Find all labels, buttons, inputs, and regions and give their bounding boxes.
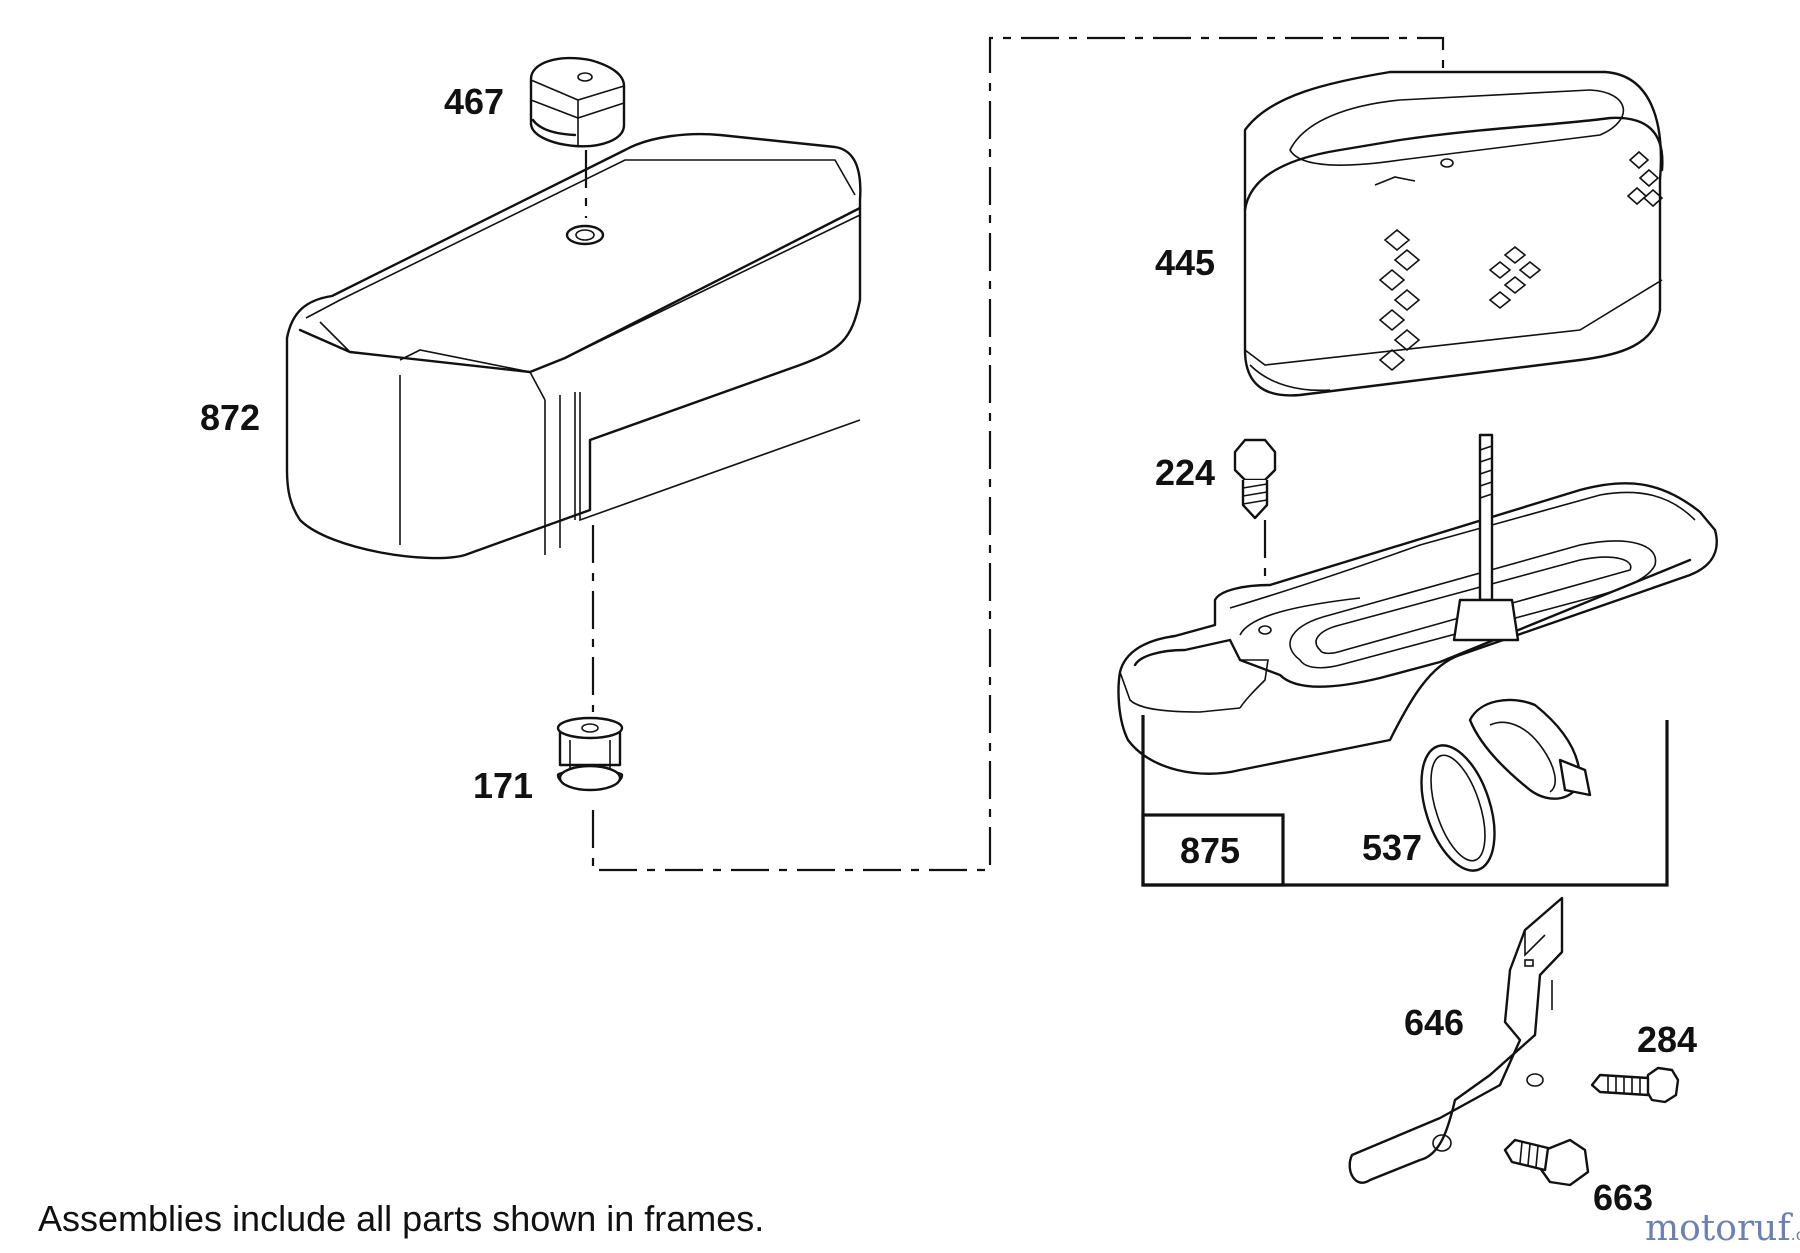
part-label-872: 872 (200, 397, 261, 438)
air-filter-element (1243, 70, 1664, 397)
part-label-171: 171 (473, 765, 534, 806)
assembly-footnote: Assemblies include all parts shown in fr… (38, 1198, 765, 1239)
assembly-reference-lines (584, 36, 1445, 872)
part-label-663: 663 (1593, 1177, 1654, 1218)
wing-nut-knob (529, 56, 626, 148)
assembly-frame-875 (1141, 715, 1669, 887)
bracket (1348, 896, 1564, 1184)
part-label-646: 646 (1404, 1002, 1465, 1043)
watermark: motoruf.de (1645, 1208, 1800, 1249)
watermark-main: motoruf (1645, 1208, 1791, 1249)
part-label-284: 284 (1637, 1019, 1698, 1060)
grommet (556, 716, 624, 792)
watermark-suffix: .de (1790, 1225, 1800, 1244)
air-cleaner-base (1117, 433, 1718, 800)
part-label-537: 537 (1362, 827, 1423, 868)
screw-663 (1503, 1138, 1590, 1187)
o-ring (1420, 744, 1496, 872)
screw-224 (1233, 438, 1277, 520)
part-label-467: 467 (444, 81, 505, 122)
part-label-445: 445 (1155, 242, 1216, 283)
part-label-875: 875 (1180, 830, 1241, 871)
air-cleaner-cover (285, 132, 862, 560)
screw-284 (1590, 1066, 1680, 1104)
part-label-224: 224 (1155, 452, 1216, 493)
